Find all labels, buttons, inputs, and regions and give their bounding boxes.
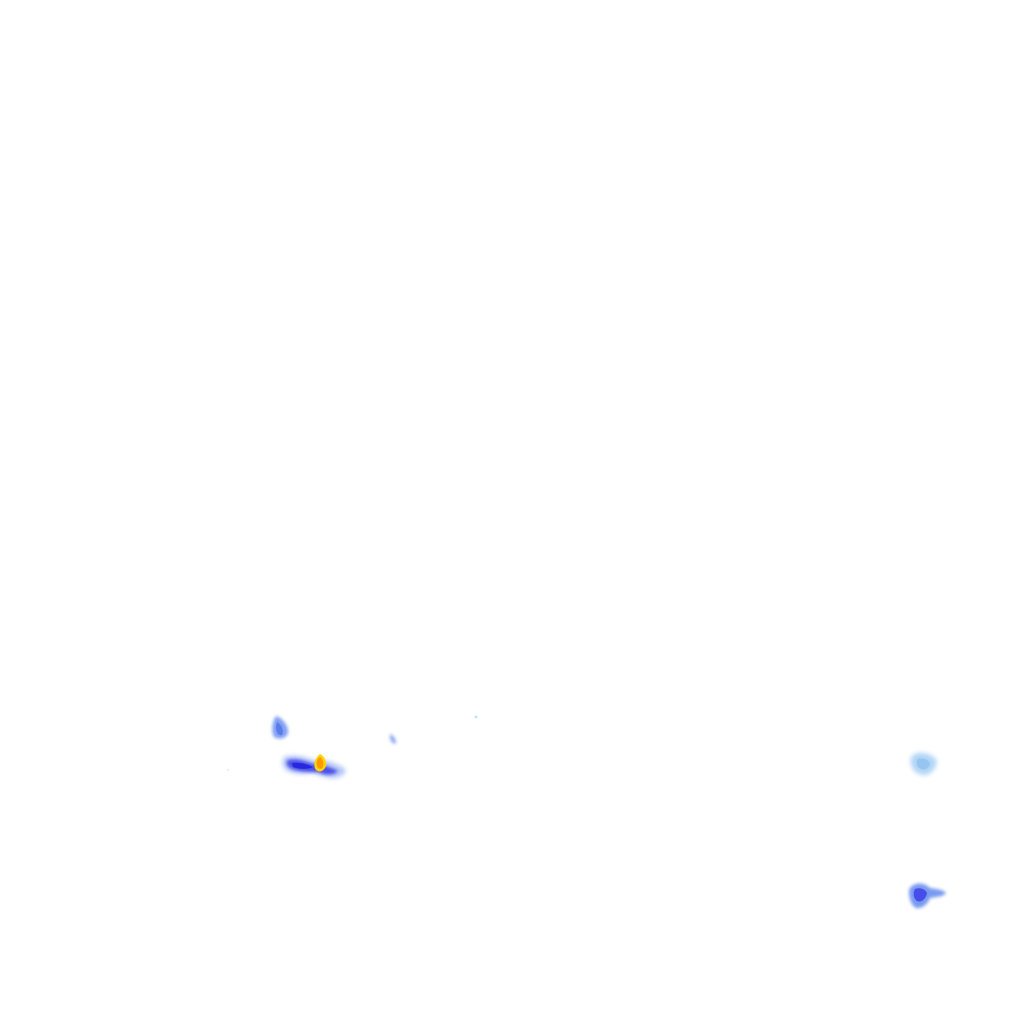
precip-cell-east-lower (909, 883, 946, 909)
precip-cell-speck-center (227, 715, 478, 771)
precip-cell-main (282, 754, 346, 779)
precip-cell-west-small (272, 716, 289, 739)
precip-cell-east-upper (910, 752, 937, 776)
